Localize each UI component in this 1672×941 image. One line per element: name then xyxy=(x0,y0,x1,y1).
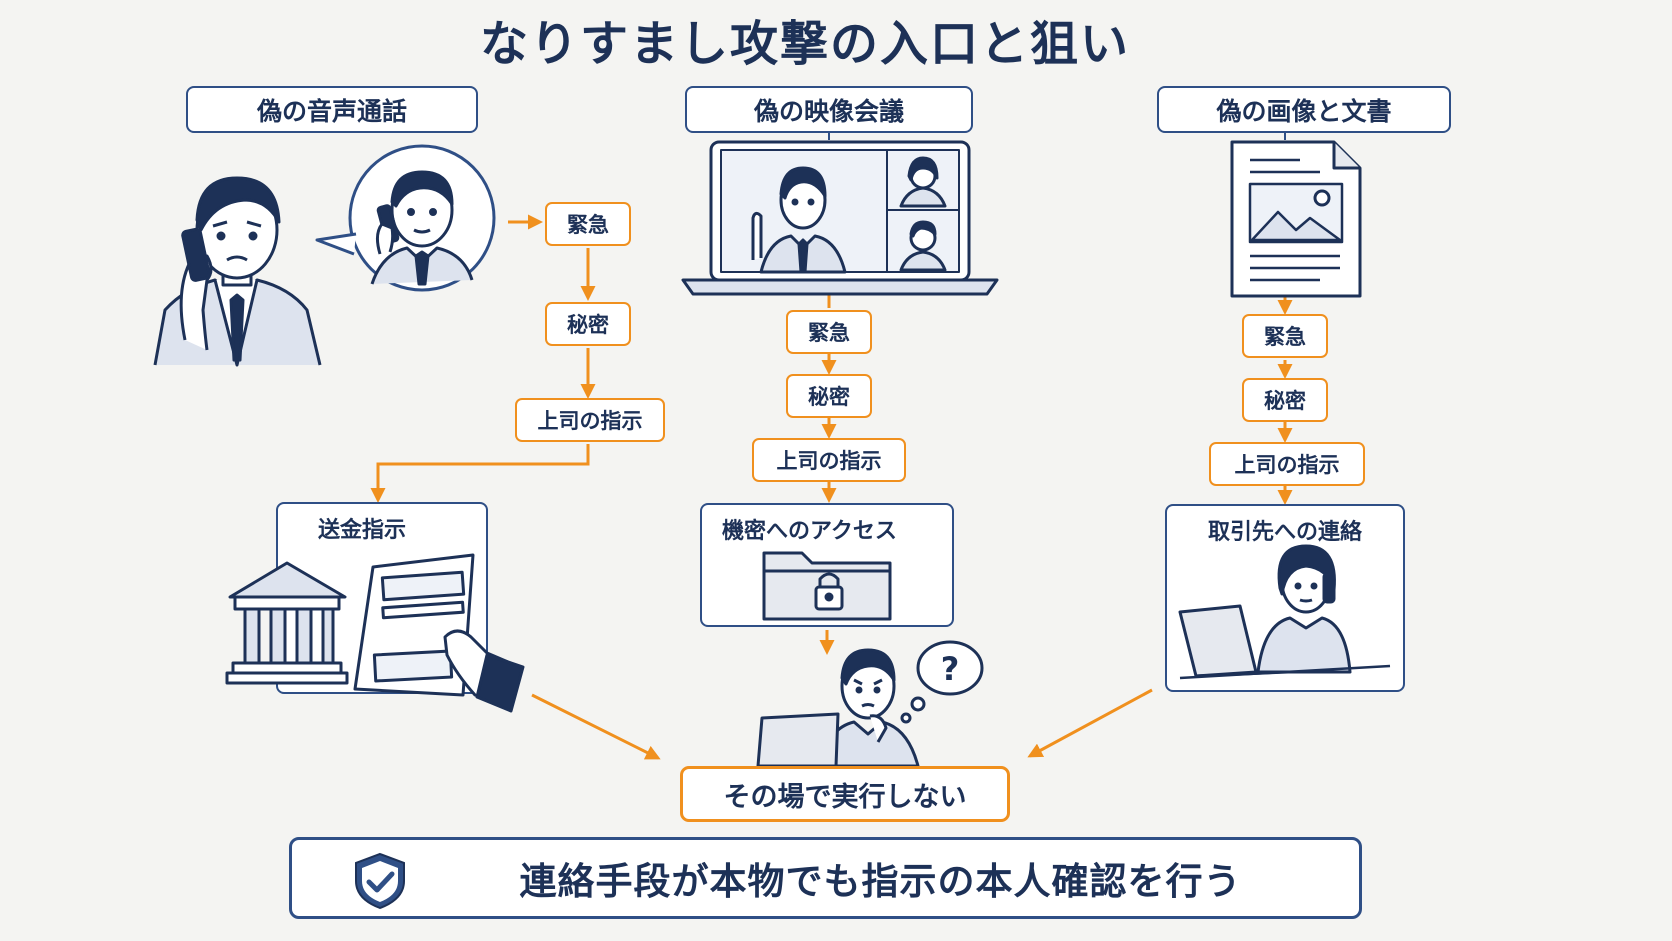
right-step-secret: 秘密 xyxy=(1242,378,1328,422)
worried-man-on-phone-icon xyxy=(153,176,322,367)
question-mark-text: ? xyxy=(941,650,960,688)
left-step-urgent: 緊急 xyxy=(545,202,631,246)
left-step-secret: 秘密 xyxy=(545,302,631,346)
arrow-transfer-to-conclusion xyxy=(531,693,661,760)
header-fake-video-meeting: 偽の映像会議 xyxy=(685,86,973,133)
panel-access-label: 機密へのアクセス xyxy=(722,519,897,544)
verification-rule-banner: 連絡手段が本物でも指示の本人確認を行う xyxy=(289,837,1362,919)
shield-check-icon xyxy=(355,852,405,910)
mid-step-urgent: 緊急 xyxy=(786,310,872,354)
page-title: なりすまし攻撃の入口と狙い xyxy=(479,16,1130,72)
mid-step-boss-instruction: 上司の指示 xyxy=(752,438,906,482)
right-step-boss-instruction: 上司の指示 xyxy=(1209,442,1365,486)
header-fake-image-document: 偽の画像と文書 xyxy=(1157,86,1451,133)
arrow-contact-to-conclusion xyxy=(1027,688,1153,758)
arrow-boss-to-transfer xyxy=(370,444,590,503)
right-step-urgent: 緊急 xyxy=(1242,314,1328,358)
panel-contact-label: 取引先への連絡 xyxy=(1207,520,1362,545)
caller-in-speech-bubble-icon xyxy=(315,144,496,292)
confused-worker-at-laptop-icon: ? xyxy=(756,640,984,768)
left-step-boss-instruction: 上司の指示 xyxy=(515,398,665,442)
locked-folder-icon xyxy=(762,551,892,621)
conclusion-do-not-execute: その場で実行しない xyxy=(680,766,1010,822)
header-fake-voice-call: 偽の音声通話 xyxy=(186,86,478,133)
laptop-video-call-icon xyxy=(681,140,999,296)
mid-step-secret: 秘密 xyxy=(786,374,872,418)
panel-transfer-label: 送金指示 xyxy=(318,518,407,543)
bank-and-transfer-form-icon xyxy=(225,553,525,713)
woman-on-phone-at-laptop-icon xyxy=(1178,544,1391,680)
verification-rule-text: 連絡手段が本物でも指示の本人確認を行う xyxy=(519,860,1242,903)
fake-document-with-image-icon xyxy=(1230,140,1362,298)
